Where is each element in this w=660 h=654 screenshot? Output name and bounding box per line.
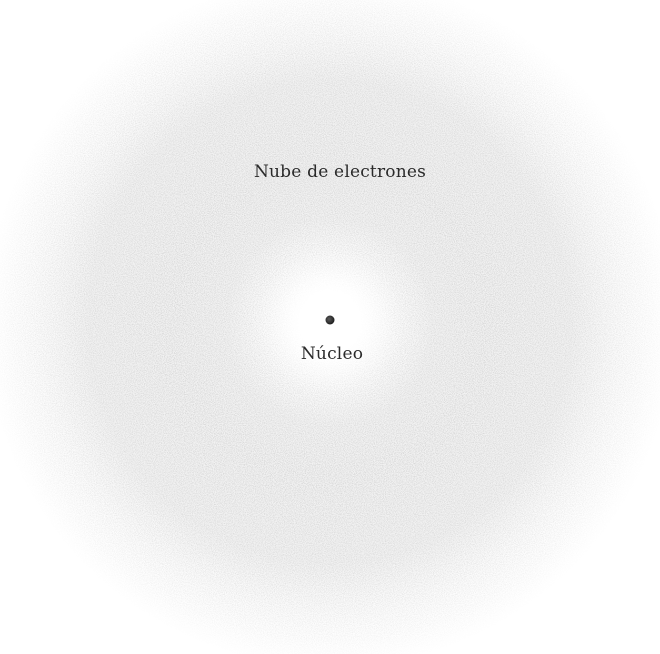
nucleus: [325, 315, 335, 325]
nucleus-label: Núcleo: [300, 344, 364, 364]
electron-cloud-label: Nube de electrones: [253, 162, 427, 182]
